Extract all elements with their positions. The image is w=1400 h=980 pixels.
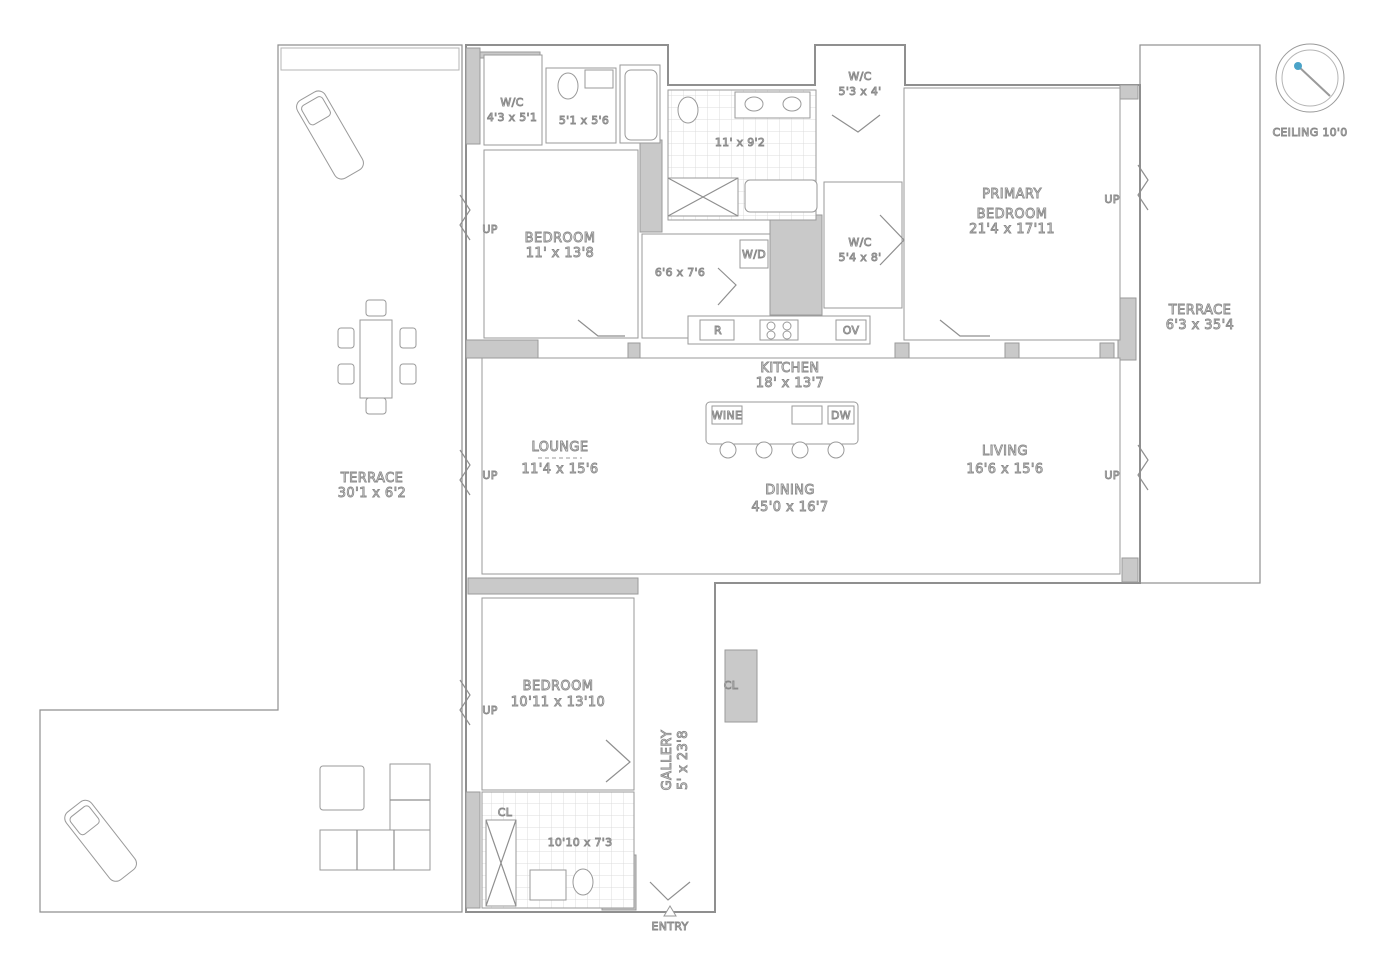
living-name: LIVING: [982, 444, 1028, 459]
wic-2-name: W/C: [848, 70, 871, 83]
up-label-1: UP: [482, 223, 497, 236]
dining-dims: 45'0 x 16'7: [751, 500, 828, 515]
compass-north-icon: [1294, 62, 1302, 70]
bedroom-1-dims: 11' x 13'8: [526, 246, 594, 261]
bath-1-dims: 5'1 x 5'6: [559, 114, 609, 127]
closet-label-2: CL: [724, 679, 739, 692]
ref-label: R: [714, 324, 722, 337]
kitchen-fixtures: [687, 239, 871, 459]
dining-name: DINING: [765, 483, 815, 498]
bath-primary-dims: 11' x 9'2: [715, 136, 765, 149]
wic-1-dims: 4'3 x 5'1: [487, 111, 537, 124]
up-label-2: UP: [482, 469, 497, 482]
living-dims: 16'6 x 15'6: [966, 462, 1043, 477]
bedroom-2-name: BEDROOM: [523, 679, 594, 694]
labels: TERRACE 30'1 x 6'2 TERRACE 6'3 x 35'4 W/…: [337, 70, 1234, 934]
ov-label: OV: [843, 324, 860, 337]
bath-2-dims: 10'10 x 7'3: [548, 836, 613, 849]
bath-fixtures: [485, 69, 818, 907]
dw-label: DW: [831, 409, 851, 422]
gallery-name: GALLERY: [660, 730, 675, 791]
interior-walls: [481, 54, 1121, 909]
compass: CEILING 10'0: [1272, 43, 1348, 139]
doors: [459, 114, 1149, 901]
terrace-east-name: TERRACE: [1168, 303, 1231, 318]
lounge-name: LOUNGE: [532, 440, 589, 455]
terrace-west-dims: 30'1 x 6'2: [338, 486, 406, 501]
primary-name: PRIMARY: [982, 187, 1042, 202]
terrace-furniture: [64, 90, 431, 882]
bedroom-1-name: BEDROOM: [525, 231, 596, 246]
terrace-west: [39, 44, 463, 913]
up-label-4: UP: [1104, 193, 1119, 206]
bedroom-2-dims: 10'11 x 13'10: [511, 695, 605, 710]
lounge-dims: 11'4 x 15'6: [521, 462, 598, 477]
laundry-dims: 6'6 x 7'6: [655, 266, 705, 279]
up-label-3: UP: [482, 704, 497, 717]
wic-2-dims: 5'3 x 4': [839, 85, 882, 98]
wic-3-name: W/C: [848, 236, 871, 249]
up-label-5: UP: [1104, 469, 1119, 482]
wic-1-name: W/C: [500, 96, 523, 109]
terrace-east-dims: 6'3 x 35'4: [1166, 318, 1234, 333]
entry-label: ENTRY: [651, 920, 688, 933]
kitchen-dims: 18' x 13'7: [756, 376, 824, 391]
primary-dims: 21'4 x 17'11: [969, 222, 1055, 237]
ceiling-label: CEILING 10'0: [1272, 126, 1347, 139]
kitchen-name: KITCHEN: [760, 361, 819, 376]
wic-3-dims: 5'4 x 8': [839, 251, 882, 264]
wine-label: WINE: [712, 409, 743, 422]
closet-label-1: CL: [498, 806, 513, 819]
primary-name-2: BEDROOM: [977, 207, 1048, 222]
gallery-dims: 5' x 23'8: [676, 730, 691, 790]
terrace-west-name: TERRACE: [340, 471, 403, 486]
wd-label: W/D: [742, 248, 766, 261]
entry-arrow-icon: [663, 905, 677, 917]
